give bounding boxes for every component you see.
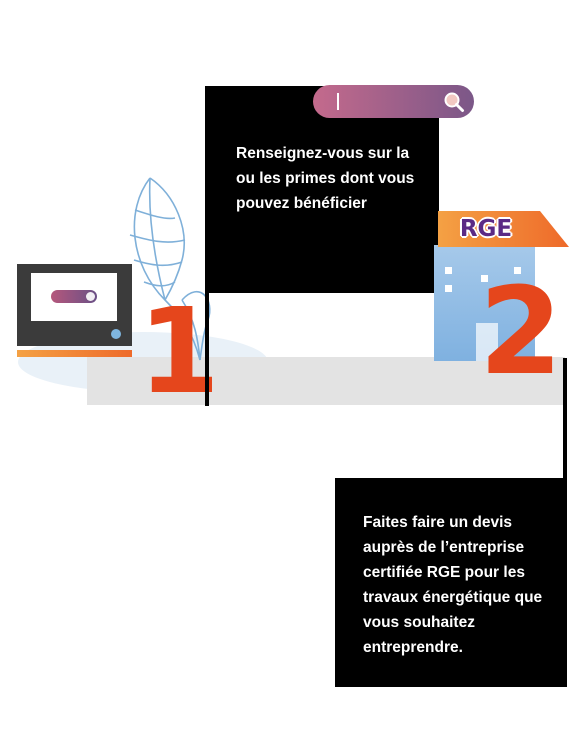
step2-text: Faites faire un devis auprès de l’entrep… <box>363 514 543 656</box>
step-number-2: 2 <box>479 263 563 402</box>
step2-pole <box>563 358 567 478</box>
window <box>514 267 521 274</box>
window <box>481 275 488 282</box>
screen-search-dot <box>86 292 95 301</box>
step2-box <box>335 478 567 687</box>
step1-box <box>208 86 439 293</box>
screen-search-bar <box>51 290 97 303</box>
building-illustration <box>434 245 535 361</box>
window <box>445 267 452 274</box>
roof-banner <box>438 211 569 247</box>
building-door <box>476 323 498 361</box>
search-icon <box>444 92 464 112</box>
search-bar-illustration <box>313 85 474 118</box>
rge-badge: RGE <box>459 216 513 242</box>
text-caret <box>337 93 339 110</box>
platform <box>87 357 565 405</box>
step1-pole <box>205 86 209 406</box>
monitor-screen <box>31 273 117 321</box>
monitor-illustration <box>17 264 132 346</box>
step1-text: Renseignez-vous sur la ou les primes don… <box>236 145 415 212</box>
monitor-base <box>17 350 132 357</box>
window <box>445 285 452 292</box>
power-light-icon <box>111 329 121 339</box>
